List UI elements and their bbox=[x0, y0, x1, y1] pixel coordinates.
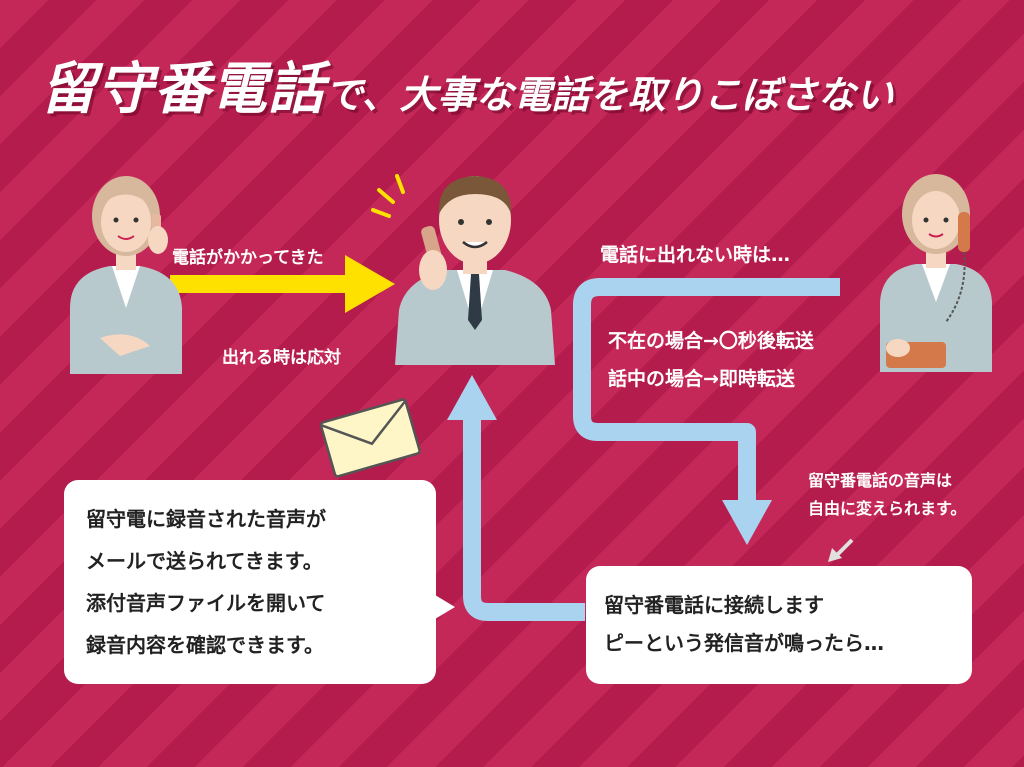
email-line-3: 添付音声ファイルを開いて bbox=[86, 591, 326, 615]
blue-arrowhead-down bbox=[722, 500, 772, 545]
page-title: 留守番電話で、大事な電話を取りこぼさない bbox=[40, 44, 1000, 134]
envelope-icon bbox=[319, 398, 421, 478]
email-bubble-tail bbox=[430, 592, 455, 622]
label-incoming-call: 電話がかかってきた bbox=[172, 248, 324, 268]
yellow-arrow bbox=[170, 255, 395, 313]
label-voice-note-1: 留守番電話の音声は bbox=[808, 471, 953, 490]
email-line-4: 録音内容を確認できます。 bbox=[86, 633, 324, 657]
label-forward-absent: 不在の場合→〇秒後転送 bbox=[608, 330, 814, 352]
label-voice-note-2: 自由に変えられます。 bbox=[808, 499, 967, 518]
blue-arrow-return bbox=[463, 415, 585, 621]
note-pointer-icon bbox=[828, 538, 854, 562]
voicemail-box: 留守番電話に接続します ピーという発信音が鳴ったら… bbox=[586, 566, 972, 684]
email-box: 留守電に録音された音声が メールで送られてきます。 添付音声ファイルを開いて 録… bbox=[64, 480, 436, 684]
label-forward-busy: 話中の場合→即時転送 bbox=[608, 368, 795, 390]
title-main: 留守番電話 bbox=[40, 57, 325, 122]
title-rest: で、大事な電話を取りこぼさない bbox=[325, 73, 894, 117]
blue-arrowhead-up bbox=[447, 375, 497, 420]
caller-woman-icon bbox=[70, 176, 182, 374]
voicemail-line-2: ピーという発信音が鳴ったら… bbox=[604, 631, 884, 655]
blue-arrow-forward bbox=[573, 278, 840, 505]
voicemail-line-1: 留守番電話に接続します bbox=[604, 593, 824, 617]
email-line-2: メールで送られてきます。 bbox=[86, 549, 323, 573]
label-can-answer: 出れる時は応対 bbox=[222, 348, 341, 368]
email-line-1: 留守電に録音された音声が bbox=[86, 507, 326, 531]
receiver-man-icon bbox=[371, 174, 555, 365]
right-woman-icon bbox=[880, 174, 992, 372]
label-cannot-answer: 電話に出れない時は… bbox=[600, 244, 791, 266]
